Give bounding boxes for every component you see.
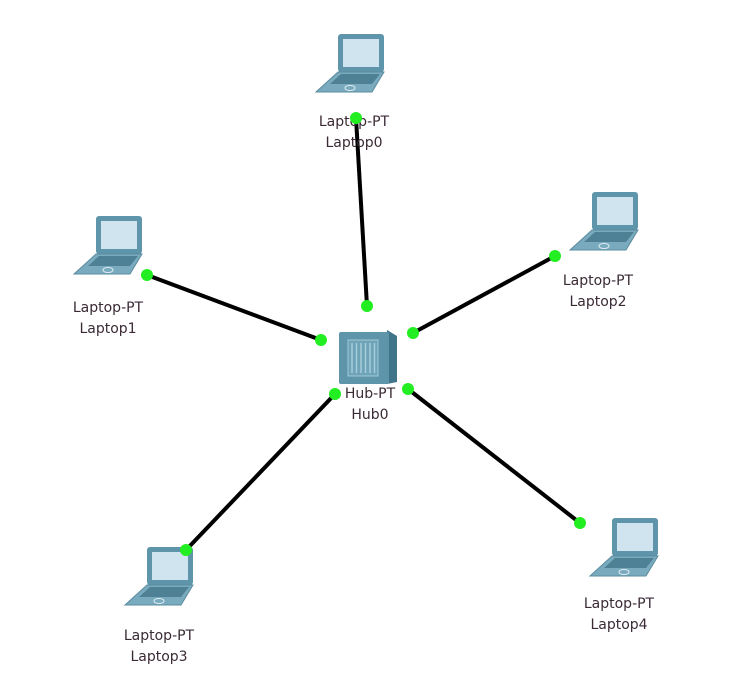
link-light-laptop1 xyxy=(141,269,153,281)
device-model-label: Laptop-PT xyxy=(73,300,144,316)
link-lights-layer xyxy=(141,112,586,556)
link-light-hub-laptop2 xyxy=(407,327,419,339)
laptop-icon xyxy=(314,34,385,93)
device-laptop0[interactable]: Laptop-PTLaptop0 xyxy=(314,34,390,151)
link-cable-laptop1[interactable] xyxy=(146,273,322,342)
link-light-laptop3 xyxy=(180,544,192,556)
device-model-label: Laptop-PT xyxy=(584,596,655,612)
device-name-label: Laptop1 xyxy=(79,321,136,337)
device-model-label: Laptop-PT xyxy=(563,273,634,289)
laptop-icon xyxy=(588,518,659,577)
link-cable-laptop3[interactable] xyxy=(184,392,337,552)
link-light-laptop2 xyxy=(549,250,561,262)
device-laptop3[interactable]: Laptop-PT Laptop3 xyxy=(123,547,195,665)
laptop-icon xyxy=(72,216,143,275)
device-name-label: Hub0 xyxy=(351,407,388,423)
device-name-label: Laptop0 xyxy=(325,135,382,151)
link-cable-laptop2[interactable] xyxy=(412,254,556,335)
links-layer xyxy=(146,117,582,552)
device-model-label: Hub-PT xyxy=(345,386,396,402)
device-name-label: Laptop3 xyxy=(130,649,187,665)
link-light-hub-laptop3 xyxy=(329,388,341,400)
link-light-laptop4 xyxy=(574,517,586,529)
link-cable-laptop0[interactable] xyxy=(354,117,369,307)
device-model-label: Laptop-PT xyxy=(124,628,195,644)
link-light-hub-laptop0 xyxy=(361,300,373,312)
device-name-label: Laptop4 xyxy=(590,617,647,633)
device-laptop4[interactable]: Laptop-PT Laptop4 xyxy=(584,518,659,633)
link-light-hub-laptop1 xyxy=(315,334,327,346)
device-name-label: Laptop2 xyxy=(569,294,626,310)
device-laptop1[interactable]: Laptop-PT Laptop1 xyxy=(72,216,144,337)
laptop-icon xyxy=(123,547,194,606)
device-hub0[interactable]: Hub-PT Hub0 xyxy=(339,330,397,423)
hub-icon xyxy=(339,330,397,384)
link-cable-laptop4[interactable] xyxy=(406,387,582,525)
device-laptop2[interactable]: Laptop-PT Laptop2 xyxy=(563,192,639,310)
link-light-hub-laptop4 xyxy=(402,383,414,395)
laptop-icon xyxy=(568,192,639,251)
devices-layer: Hub-PTHub0Laptop-PTLaptop0Laptop-PTLapto… xyxy=(72,34,659,665)
link-light-laptop0 xyxy=(350,112,362,124)
